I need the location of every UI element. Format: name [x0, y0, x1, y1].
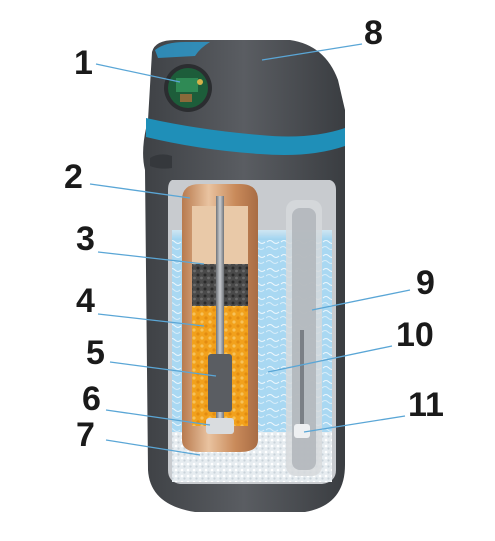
float-valve — [294, 424, 310, 438]
top-lid-highlight — [155, 42, 210, 58]
callout-2: 2 — [64, 158, 83, 196]
callout-6: 6 — [82, 380, 101, 418]
callout-9: 9 — [416, 264, 435, 302]
callout-8: 8 — [364, 14, 383, 52]
brine-well — [286, 200, 322, 476]
resin-tank — [182, 184, 258, 452]
leader-lines — [89, 43, 411, 456]
callout-labels: 1 2 3 4 5 6 7 8 9 10 11 — [64, 14, 444, 454]
callout-1: 1 — [74, 44, 93, 82]
callout-3: 3 — [76, 220, 95, 258]
callout-10: 10 — [396, 316, 434, 354]
callout-11: 11 — [408, 386, 444, 424]
callout-4: 4 — [76, 282, 95, 320]
float-rod — [300, 330, 304, 430]
callout-7: 7 — [76, 416, 95, 454]
side-handle — [150, 154, 172, 169]
accent-band — [146, 118, 345, 155]
callout-5: 5 — [86, 334, 105, 372]
distributor — [208, 354, 232, 412]
riser-tube — [216, 196, 224, 424]
control-head — [164, 64, 212, 112]
